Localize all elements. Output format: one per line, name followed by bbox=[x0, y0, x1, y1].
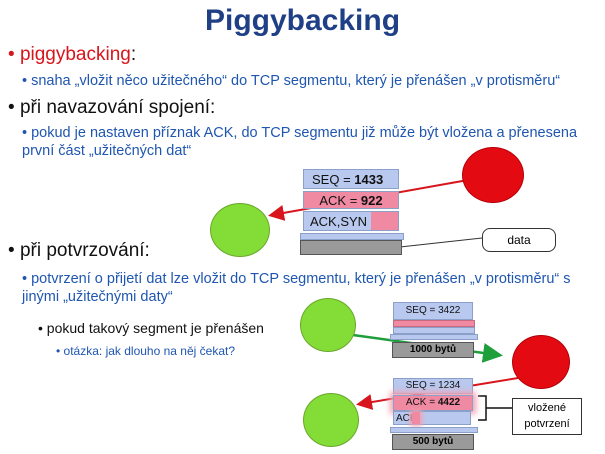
acknowledgement-description: • potvrzení o přijetí dat lze vložit do … bbox=[22, 270, 602, 306]
bullet-acknowledgement: • při potvrzování: bbox=[8, 240, 150, 262]
seg1-ack-field: ACK = 922 bbox=[303, 191, 399, 209]
segment-transmitted-item: • pokud takový segment je přenášen bbox=[38, 320, 264, 336]
seq-value: 1433 bbox=[354, 172, 384, 187]
red-host-bottom bbox=[512, 335, 570, 389]
seg3-seq-field: SEQ = 1234 bbox=[393, 378, 473, 394]
segment-transmitted-text: pokud takový segment je přenášen bbox=[46, 320, 264, 336]
bullet-dot: • bbox=[22, 125, 28, 141]
ack-label: ACK = bbox=[405, 397, 438, 408]
seg3-flags-field: ACK bbox=[393, 411, 471, 425]
bullet-dot: • bbox=[22, 73, 28, 89]
red-host-top bbox=[462, 147, 524, 203]
seq-label: SEQ = bbox=[312, 172, 355, 187]
seg1-separator bbox=[300, 233, 404, 240]
piggybacking-term: piggybacking bbox=[19, 44, 131, 65]
seg3-ack-flag-highlight bbox=[412, 412, 420, 424]
seg3-separator bbox=[390, 427, 478, 433]
bullet-connection-setup: • při navazování spojení: bbox=[8, 97, 215, 119]
connection-setup-description: • pokud je nastaven příznak ACK, do TCP … bbox=[22, 124, 597, 160]
acknowledgement-text: potvrzení o přijetí dat lze vložit do TC… bbox=[22, 271, 571, 305]
seg1-ack-flag-highlight bbox=[371, 212, 398, 230]
bullet-dot: • bbox=[22, 271, 28, 287]
piggybacking-text: snaha „vložit něco užitečného“ do TCP se… bbox=[31, 73, 561, 89]
ack-value: 4422 bbox=[437, 397, 461, 408]
connection-setup-text: pokud je nastaven příznak ACK, do TCP se… bbox=[22, 125, 578, 159]
green-host-bottom bbox=[303, 393, 359, 447]
bullet-piggybacking: • piggybacking: bbox=[8, 44, 136, 66]
seg2-seq-field: SEQ = 3422 bbox=[393, 302, 473, 320]
seg2-ack-field bbox=[393, 320, 475, 327]
ack-label: ACK = bbox=[319, 193, 361, 208]
seg2-flags-field bbox=[393, 327, 475, 334]
acknowledgement-heading: při potvrzování: bbox=[19, 240, 150, 261]
page-title: Piggybacking bbox=[204, 4, 401, 37]
ack-bracket bbox=[478, 395, 487, 421]
flags-value: ACK,SYN bbox=[310, 214, 368, 229]
piggyback-ack-label: vložené potvrzení bbox=[512, 398, 582, 435]
bullet-dot: • bbox=[8, 240, 15, 261]
question-item: • otázka: jak dlouho na něj čekat? bbox=[56, 344, 235, 358]
data-callout-pointer bbox=[399, 237, 483, 248]
green-host-middle bbox=[300, 298, 356, 352]
green-host-top bbox=[210, 203, 270, 257]
connection-setup-heading: při navazování spojení: bbox=[19, 97, 216, 118]
ack-value: 922 bbox=[360, 193, 383, 208]
data-callout: data bbox=[482, 228, 556, 252]
seg3-ack-field: ACK = 4422 bbox=[393, 395, 473, 411]
seg2-data-block: 1000 bytů bbox=[392, 342, 474, 358]
seg1-seq-field: SEQ = 1433 bbox=[303, 169, 399, 189]
ack-flag: ACK bbox=[396, 413, 417, 424]
piggybacking-description: • snaha „vložit něco užitečného“ do TCP … bbox=[22, 72, 602, 90]
bullet-dot: • bbox=[56, 344, 61, 358]
bullet-dot: • bbox=[8, 97, 15, 118]
colon: : bbox=[130, 44, 137, 65]
question-text: otázka: jak dlouho na něj čekat? bbox=[63, 344, 235, 358]
bullet-dot: • bbox=[38, 320, 43, 336]
seg3-data-block: 500 bytů bbox=[392, 434, 474, 450]
seg2-separator bbox=[390, 334, 478, 340]
bullet-dot: • bbox=[8, 44, 15, 65]
seg1-data-block bbox=[300, 240, 402, 255]
